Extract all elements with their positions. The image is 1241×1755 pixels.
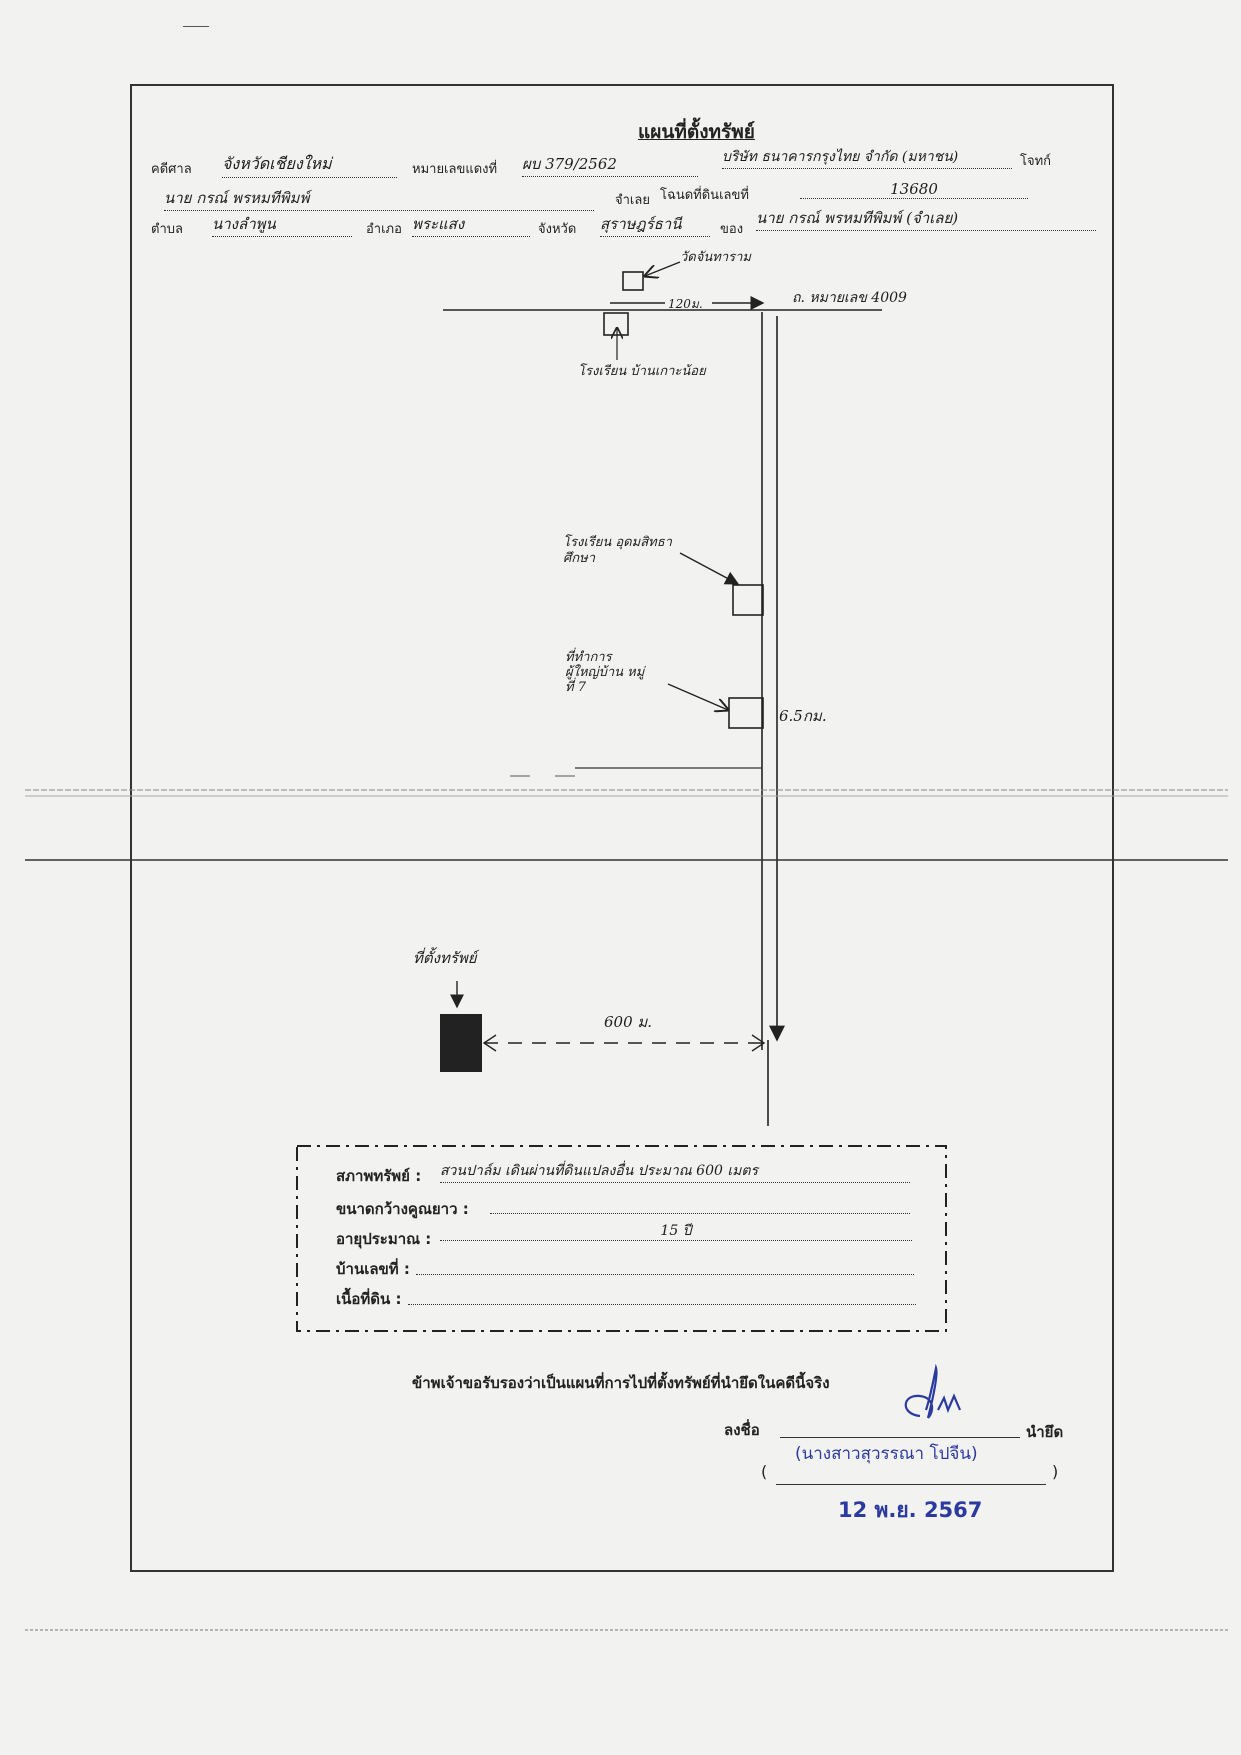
house-no-label: บ้านเลขที่ : — [336, 1260, 410, 1278]
district-label: อำเภอ — [366, 222, 402, 237]
defendant-label: จำเลย — [615, 193, 650, 208]
school-small-label: โรงเรียน บ้านเกาะน้อย — [578, 364, 706, 379]
land-area-value — [408, 1284, 916, 1305]
date-stamp: 12 พ.ย. 2567 — [838, 1498, 983, 1522]
plaintiff-value: บริษัท ธนาคารกรุงไทย จำกัด (มหาชน) — [722, 146, 1012, 169]
school-small-box — [603, 312, 629, 336]
land-area-label: เนื้อที่ดิน : — [336, 1290, 402, 1308]
signature-line — [780, 1437, 1020, 1438]
age-value: 15 ปี — [440, 1220, 912, 1241]
defendant-value: นาย กรณ์ พรหมทีพิมพ์ — [164, 186, 594, 211]
case-no-value: ผบ 379/2562 — [522, 152, 698, 177]
sign-label: ลงชื่อ — [724, 1421, 760, 1439]
deed-label: โฉนดที่ดินเลขที่ — [660, 188, 749, 203]
road-4009-label: ถ. หมายเลข 4009 — [792, 290, 907, 306]
district-value: พระแสง — [412, 212, 530, 237]
court-label: คดีศาล — [151, 162, 192, 177]
condition-value: สวนปาล์ม เดินผ่านที่ดินแปลงอื่น ประมาณ 6… — [440, 1160, 910, 1183]
scan-mark — [183, 26, 209, 27]
age-label: อายุประมาณ : — [336, 1230, 432, 1248]
temple-box — [622, 271, 644, 291]
owner-label: ของ — [720, 222, 744, 237]
village-office-label: ที่ทำการ ผู้ใหญ่บ้าน หมู่ที่ 7 — [565, 650, 645, 695]
size-value — [490, 1194, 910, 1214]
property-label: ที่ตั้งทรัพย์ — [413, 949, 477, 967]
paren-close: ) — [1052, 1462, 1059, 1481]
page-title: แผนที่ตั้งทรัพย์ — [638, 121, 755, 143]
condition-label: สภาพทรัพย์ : — [336, 1167, 422, 1185]
name-line — [776, 1484, 1046, 1485]
school-mid-box — [732, 584, 764, 616]
court-value: จังหวัดเชียงใหม่ — [222, 152, 397, 178]
distance-120-label: 120ม. — [668, 297, 703, 311]
subdistrict-label: ตำบล — [151, 222, 183, 237]
certification-statement: ข้าพเจ้าขอรับรองว่าเป็นแผนที่การไปที่ตั้… — [412, 1374, 830, 1392]
paren-open: ( — [761, 1462, 768, 1481]
province-value: สุราษฎร์ธานี — [600, 212, 710, 237]
village-office-box — [728, 697, 764, 729]
property-location-square — [440, 1014, 482, 1072]
subdistrict-value: นางลำพูน — [212, 212, 352, 237]
name-stamp: (นางสาวสุวรรณา โปจีน) — [795, 1444, 978, 1464]
temple-label: วัดจันทาราม — [680, 250, 751, 265]
form-dashed-box — [296, 1145, 947, 1332]
case-no-label: หมายเลขแดงที่ — [412, 162, 498, 177]
map-frame — [130, 84, 1114, 1572]
distance-600-label: 600 ม. — [604, 1013, 653, 1031]
house-no-value — [416, 1254, 914, 1275]
size-label: ขนาดกว้างคูณยาว : — [336, 1200, 469, 1218]
plaintiff-label: โจทก์ — [1020, 154, 1052, 169]
owner-value: นาย กรณ์ พรหมทีพิมพ์ (จำเลย) — [756, 206, 1096, 231]
distance-km-label: 6.5กม. — [779, 707, 827, 725]
seizer-label: นำยึด — [1026, 1423, 1064, 1441]
signature-scribble — [904, 1364, 962, 1419]
deed-value: 13680 — [800, 180, 1028, 199]
province-label: จังหวัด — [538, 222, 577, 237]
school-mid-label: โรงเรียน อุดมสิทธาศึกษา — [563, 535, 672, 566]
